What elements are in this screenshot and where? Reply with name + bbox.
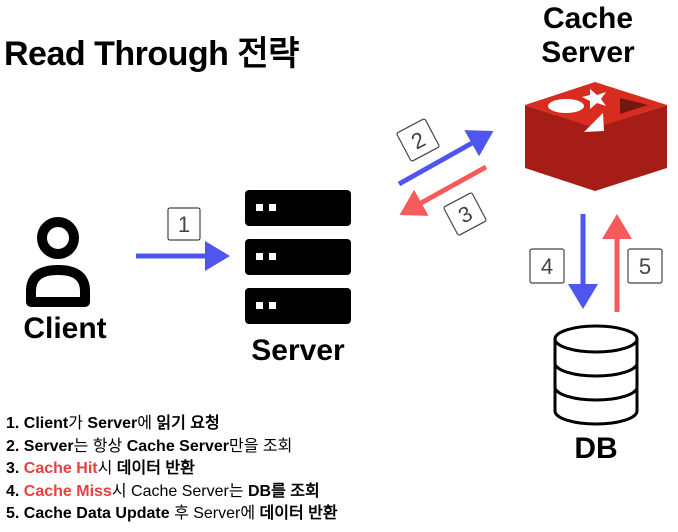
step-badge: 4	[529, 248, 565, 284]
arrow-server-to-cache	[397, 130, 494, 187]
arrow-cache-to-server	[399, 164, 488, 216]
step-badge: 1	[167, 207, 201, 241]
step-text-segment: Cache Server	[126, 437, 229, 455]
step-text-segment: Server	[23, 437, 74, 455]
step-item: 4. Cache Miss시 Cache Server는 DB를 조회	[6, 481, 338, 504]
step-badge: 2	[396, 118, 440, 162]
step-text-segment: Cache Miss	[23, 482, 112, 500]
step-text-segment: 시	[97, 460, 117, 477]
redis-logo-icon	[525, 82, 667, 191]
step-text-segment: 데이터 반환	[116, 460, 195, 477]
step-text-segment: 5.	[6, 505, 24, 522]
server-rack-icon	[245, 190, 351, 324]
cache-server-label-line1: Cache	[542, 2, 634, 35]
step-text-segment: Server	[87, 415, 138, 432]
client-label: Client	[23, 312, 107, 345]
step-text-segment: 3.	[6, 460, 24, 477]
step-text-segment: 만을 조회	[228, 437, 293, 455]
cache-server-label-line2: Server	[541, 36, 635, 69]
server-label: Server	[251, 334, 345, 367]
step-text-segment: 데이터 반환	[259, 505, 338, 522]
step-text-segment: 는 항상	[73, 437, 127, 455]
step-text-segment: Cache Hit	[23, 460, 98, 477]
step-text-segment: 1.	[6, 415, 24, 432]
step-text-segment: DB를 조회	[248, 482, 320, 500]
step-text-segment: 4.	[6, 482, 24, 500]
step-text-segment: 후 Server에	[169, 505, 260, 522]
step-badge: 5	[627, 248, 663, 284]
database-cylinder-icon	[553, 324, 639, 426]
page-title: Read Through 전략	[4, 35, 299, 73]
step-item: 1. Client가 Server에 읽기 요청	[6, 413, 338, 436]
step-text-segment: 2.	[6, 437, 24, 455]
svg-text:1: 1	[178, 212, 190, 237]
user-icon	[26, 217, 90, 307]
step-text-segment: 읽기 요청	[156, 415, 220, 432]
step-text-segment: 에	[137, 415, 157, 432]
step-text-segment: 시 Cache Server는	[111, 482, 248, 500]
step-text-segment: 가	[68, 415, 88, 432]
svg-text:5: 5	[639, 254, 651, 279]
step-text-segment: Cache Data Update	[23, 505, 170, 522]
step-text-segment: Client	[23, 415, 69, 432]
step-badge: 3	[443, 192, 487, 236]
svg-text:4: 4	[541, 254, 553, 279]
cache-server-label: Cache Server	[528, 2, 648, 70]
step-item: 2. Server는 항상 Cache Server만을 조회	[6, 436, 338, 459]
step-item: 3. Cache Hit시 데이터 반환	[6, 458, 338, 481]
step-item: 5. Cache Data Update 후 Server에 데이터 반환	[6, 503, 338, 526]
db-label: DB	[574, 432, 618, 465]
